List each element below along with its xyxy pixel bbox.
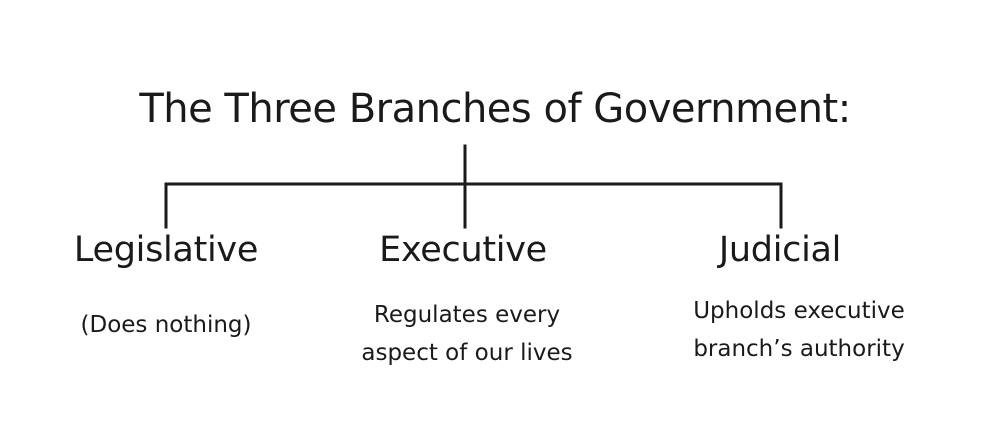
description-line: (Does nothing) (80, 312, 252, 338)
branch-description-executive: Regulates every aspect of our lives (361, 296, 572, 372)
description-line: aspect of our lives (361, 340, 573, 366)
branch-description-judicial: Upholds executive branch’s authority (693, 292, 905, 368)
description-line: branch’s authority (693, 336, 905, 362)
description-line: Upholds executive (693, 298, 905, 324)
description-line: Regulates every (373, 302, 561, 328)
branch-name-legislative: Legislative (73, 230, 259, 270)
branch-name-judicial: Judicial (718, 230, 842, 270)
branch-description-legislative: (Does nothing) (81, 306, 252, 344)
branch-name-executive: Executive (379, 230, 547, 270)
diagram-title: The Three Branches of Government: (139, 86, 851, 132)
